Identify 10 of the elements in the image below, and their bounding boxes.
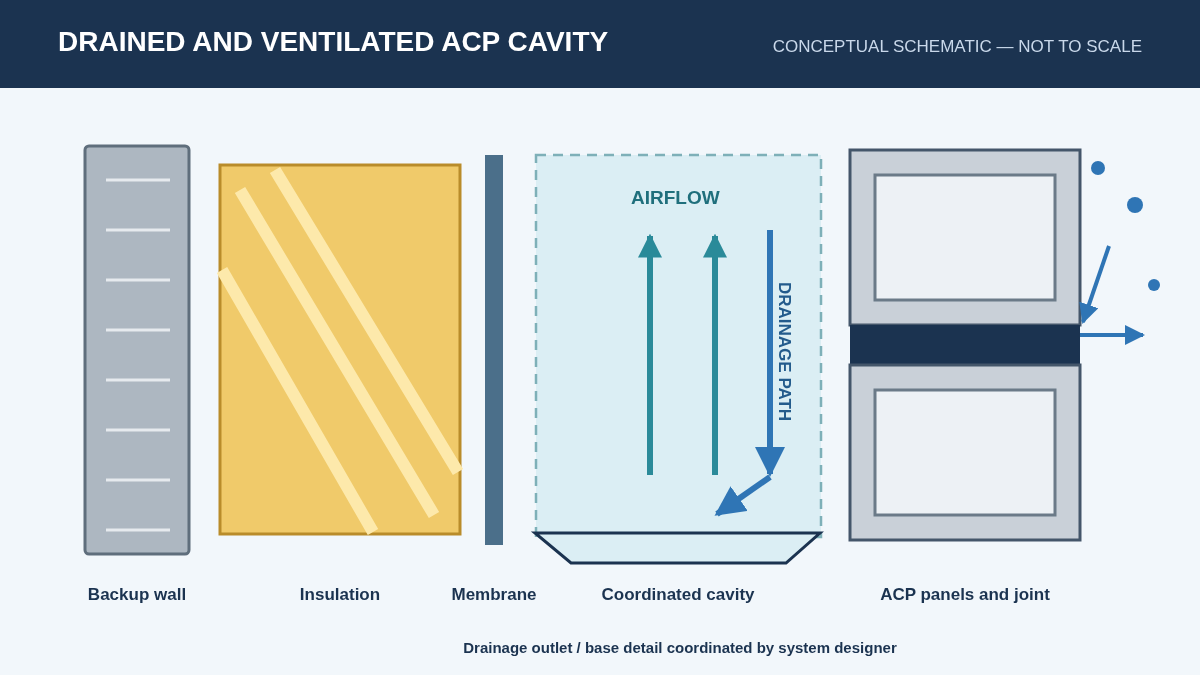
layer-label: Membrane bbox=[451, 586, 537, 603]
layer-label: Insulation bbox=[299, 586, 381, 603]
drainage-label: DRAINAGE PATH bbox=[776, 282, 793, 422]
airflow-label: AIRFLOW bbox=[631, 188, 720, 207]
title: DRAINED AND VENTILATED ACP CAVITY bbox=[58, 28, 609, 56]
layer-label: Backup wall bbox=[87, 586, 187, 603]
note: Drainage outlet / base detail coordinated by system designer bbox=[463, 640, 897, 655]
subtitle: CONCEPTUAL SCHEMATIC — NOT TO SCALE bbox=[772, 38, 1142, 55]
layer-label: ACP panels and joint bbox=[880, 586, 1050, 603]
layer-label: Coordinated cavity bbox=[601, 586, 755, 603]
